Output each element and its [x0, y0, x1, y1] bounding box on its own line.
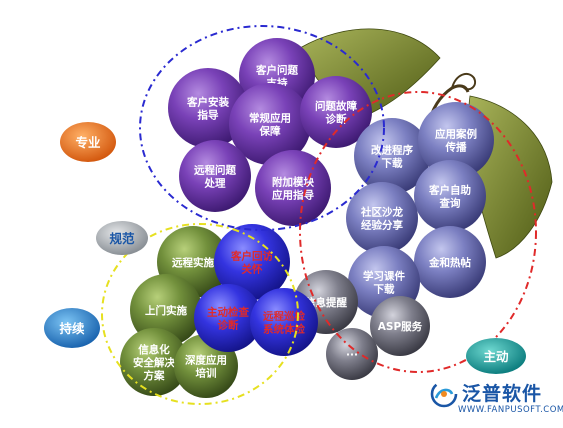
grape-kehu-huifang: 客户回访关怀 [214, 224, 290, 300]
tag-zhudong: 主动 [466, 338, 526, 374]
grape-label: 远程实施 [172, 256, 214, 269]
grape-label: 客户安装指导 [186, 96, 229, 122]
grape-label: 客户回访关怀 [230, 250, 273, 276]
tag-guifan: 规范 [96, 221, 148, 255]
grape-label: 问题故障诊断 [315, 100, 357, 126]
grape-label: 主动检查诊断 [207, 306, 249, 332]
grape-ball [194, 284, 262, 352]
grape-kehu-zizhu: 客户自助查询 [414, 160, 486, 232]
grape-kehu-anzhuang: 客户安装指导 [168, 68, 248, 148]
grape-xinxihua-anquan: 信息化安全解决方案 [120, 328, 188, 396]
stem-curl [451, 72, 476, 91]
grape-ball [354, 118, 430, 194]
tag-badge [96, 221, 148, 255]
grape-wenti-guzhang: 问题故障诊断 [300, 76, 372, 148]
grape-ball [414, 226, 486, 298]
brand-url: WWW.FANPUSOFT.COM [458, 405, 563, 415]
grape-label: 信息提醒 [305, 296, 347, 309]
grape-ball [214, 224, 290, 300]
grape-fujia-mokuai: 附加模块应用指导 [255, 150, 331, 226]
grape-label: 附加模块应用指导 [272, 176, 314, 202]
grape-label: 应用案例传播 [435, 128, 477, 154]
grape-label: ··· [346, 349, 358, 361]
group-active-ellipse [299, 91, 537, 373]
grape-ball [414, 160, 486, 232]
grape-label: 上门实施 [145, 304, 187, 317]
grape-label: 深度应用培训 [185, 354, 227, 380]
tag-badge [44, 308, 100, 348]
grape-ball [120, 328, 188, 396]
tag-badge [466, 338, 526, 374]
grape-asp-fuwu: ASP服务 [370, 296, 430, 356]
grape-shangmen-shishi: 上门实施 [130, 274, 202, 346]
grape-ball [418, 102, 494, 178]
tag-label: 规范 [109, 231, 135, 246]
brand-logo-block: 泛普软件 WWW.FANPUSOFT.COM [428, 378, 563, 422]
group-continuous-ellipse [101, 223, 299, 405]
grape-jinhe-retie: 金和热帖 [414, 226, 486, 298]
tag-label: 持续 [59, 321, 85, 336]
grape-dots: ··· [326, 328, 378, 380]
grape-label: 远程巡检系统体检 [263, 310, 305, 336]
grape-ball [250, 288, 318, 356]
grape-yingyong-anli: 应用案例传播 [418, 102, 494, 178]
grape-ball [326, 328, 378, 380]
tag-label: 专业 [75, 135, 101, 150]
grape-ball [346, 182, 418, 254]
grape-label: 社区沙龙经验分享 [360, 206, 403, 232]
grape-ball [229, 83, 311, 165]
tag-badge [60, 122, 116, 162]
grape-zhuodong-jiancha: 主动检查诊断 [194, 284, 262, 352]
grape-ball [130, 274, 202, 346]
grape-label: ASP服务 [378, 320, 423, 333]
grape-label: 远程问题处理 [194, 164, 236, 190]
grape-changgui-yingyong: 常规应用保障 [229, 83, 311, 165]
grape-ball [370, 296, 430, 356]
tag-label: 主动 [483, 349, 509, 364]
grape-yuancheng-xunjian: 远程巡检系统体检 [250, 288, 318, 356]
grape-label: 金和热帖 [428, 256, 471, 269]
grape-yuancheng-wenti: 远程问题处理 [179, 140, 251, 212]
group-professional-ellipse [139, 25, 385, 231]
brand-name: 泛普软件 [462, 383, 543, 405]
swirl-logo-icon [430, 380, 458, 408]
tag-zhuanye: 专业 [60, 122, 116, 162]
grape-label: 信息化安全解决方案 [133, 343, 175, 382]
grape-ball [300, 76, 372, 148]
grape-ball [179, 140, 251, 212]
grape-label: 学习课件下载 [363, 270, 405, 296]
grape-label: 常规应用保障 [249, 112, 291, 138]
grape-shequ-shalong: 社区沙龙经验分享 [346, 182, 418, 254]
grape-ball [168, 68, 248, 148]
grape-label: 客户自助查询 [428, 184, 471, 210]
tag-chixu: 持续 [44, 308, 100, 348]
